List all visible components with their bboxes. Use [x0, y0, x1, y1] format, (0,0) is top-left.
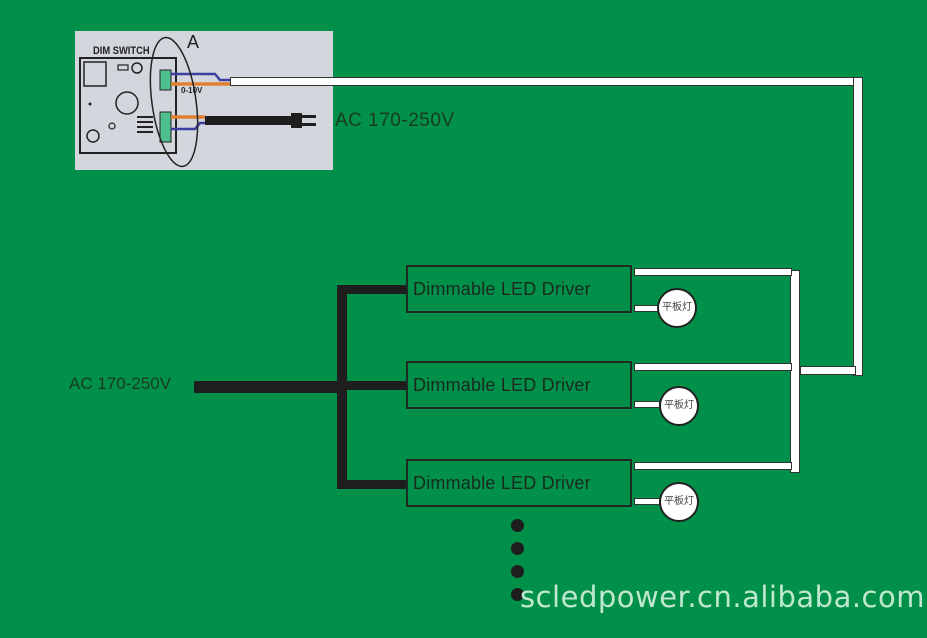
lamp-wire-2 [634, 401, 660, 408]
driver-label: Dimmable LED Driver [413, 473, 591, 493]
callout-label: A [187, 32, 200, 52]
dim-signal-wire-link [800, 366, 856, 375]
continuation-dot [511, 519, 524, 532]
panel-lamp-3: 平板灯 [659, 482, 699, 522]
mains-feed-wire [194, 381, 340, 393]
dim-signal-branch-2 [634, 363, 792, 371]
continuation-dot [511, 565, 524, 578]
continuation-dot [511, 588, 524, 601]
mains-label-left: AC 170-250V [69, 374, 172, 393]
driver-label: Dimmable LED Driver [413, 375, 591, 395]
switch-component [83, 61, 107, 87]
led-driver-2: Dimmable LED Driver [406, 361, 632, 409]
switch-board-outline [79, 57, 177, 154]
led-driver-1: Dimmable LED Driver [406, 265, 632, 313]
dim-signal-wire-top [230, 77, 862, 86]
lamp-wire-3 [634, 498, 660, 505]
switch-component [117, 64, 129, 71]
dim-switch-panel [75, 31, 333, 170]
terminal-block-power [159, 111, 172, 143]
continuation-dot [511, 542, 524, 555]
callout-ellipse [149, 36, 199, 168]
dim-signal-bus-vertical [790, 270, 800, 473]
terminal-block-signal [159, 69, 172, 91]
dim-signal-branch-1 [634, 268, 792, 276]
switch-component [131, 62, 143, 74]
dim-signal-wire-right [853, 77, 863, 376]
switch-component [86, 129, 100, 143]
knob-icon [115, 91, 139, 115]
mains-branch-1 [337, 285, 408, 294]
panel-lamp-1: 平板灯 [657, 288, 697, 328]
mains-branch-2 [337, 381, 408, 390]
dim-switch-title: DIM SWITCH [93, 45, 150, 57]
signal-label: 0-10V [181, 86, 203, 95]
dim-signal-branch-3 [634, 462, 792, 470]
mains-branch-3 [337, 480, 408, 489]
driver-label: Dimmable LED Driver [413, 279, 591, 299]
power-cable [205, 116, 291, 125]
switch-component [88, 102, 92, 106]
panel-lamp-2: 平板灯 [659, 386, 699, 426]
led-driver-3: Dimmable LED Driver [406, 459, 632, 507]
wire-blue [171, 72, 232, 82]
switch-component [108, 122, 116, 130]
mains-label-top: AC 170-250V [335, 110, 455, 131]
plug-icon [291, 113, 302, 128]
watermark: scledpower.cn.alibaba.com [520, 580, 925, 614]
